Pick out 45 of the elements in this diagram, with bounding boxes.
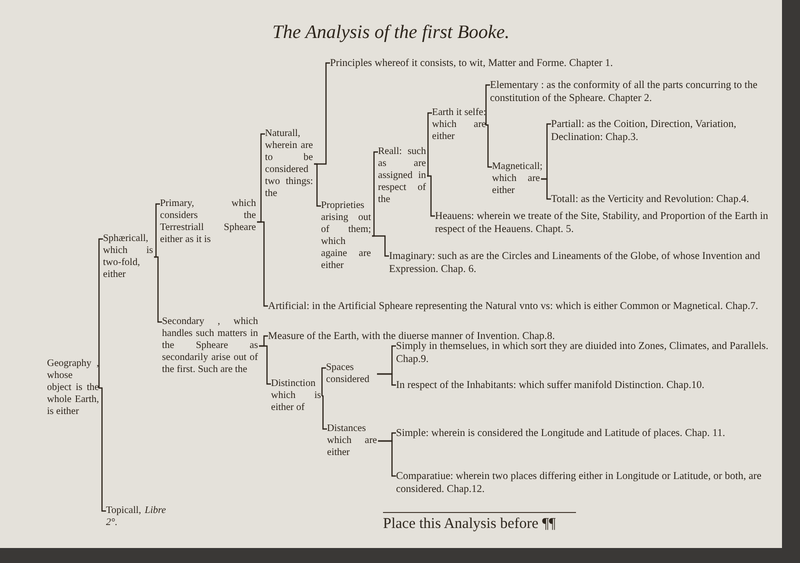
brace-connector bbox=[322, 395, 327, 430]
brace-connector bbox=[485, 84, 490, 126]
outline-entry: Naturall, wherein are to be considered two things: the bbox=[265, 128, 313, 200]
outline-entry: Reall: such as are assigned in respect of the bbox=[378, 146, 426, 206]
outline-entry: Heauens: wherein we treate of the Site, Stability, and Proportion of the Earth in respect of the Heauens. Chapt. 5. bbox=[435, 210, 783, 236]
outline-entry: Simply in themselues, in which sort they are diuided into Zones, Climates, and Parallels. Chap.9. bbox=[396, 340, 776, 366]
outline-entry: Imaginary: such as are the Circles and Lineaments of the Globe, of whose Invention and Expression. Chap. 6. bbox=[389, 250, 784, 276]
brace-connector bbox=[372, 151, 378, 237]
outline-entry: Principles whereof it consists, to wit, Matter and Forme. Chapter 1. bbox=[330, 57, 750, 70]
outline-entry: Distinction which is either of bbox=[271, 378, 321, 414]
brace-connector bbox=[257, 221, 268, 307]
brace-connector bbox=[377, 373, 396, 386]
outline-entry: Sphæricall, which is two-fold, either bbox=[103, 233, 153, 281]
brace-connector bbox=[314, 163, 321, 207]
brace-connector bbox=[541, 178, 551, 200]
diagram-title: The Analysis of the first Booke. bbox=[271, 22, 511, 44]
brace-connector bbox=[100, 387, 106, 512]
outline-entry: Secondary , which handles such matters in the Spheare as secondarily arise out of the first. Such are the bbox=[162, 316, 258, 376]
note-text: Place this Analysis before ¶¶ bbox=[383, 512, 576, 533]
outline-entry: Magneticall; which are either bbox=[492, 161, 540, 197]
brace-connector bbox=[378, 440, 396, 477]
brace-connector bbox=[486, 124, 492, 168]
outline-entry: Primary, which considers the Terrestriall Spheare either as it is bbox=[160, 198, 256, 246]
brace-connector bbox=[426, 112, 432, 177]
outline-entry: Totall: as the Verticity and Revolution: Chap.4. bbox=[551, 193, 783, 206]
outline-entry: Spaces considered bbox=[326, 362, 376, 386]
outline-entry: Elementary : as the conformity of all the parts concurring to the constitution of the Spheare. Chapter 2. bbox=[490, 79, 783, 105]
outline-entry: Artificial: in the Artificial Spheare representing the Natural vnto vs: which is either Common or Magnetical. Chap.7. bbox=[268, 300, 783, 313]
brace-connector bbox=[321, 367, 326, 397]
brace-connector bbox=[372, 235, 389, 257]
outline-entry: Proprieties arising out of them; which againe are either bbox=[321, 200, 371, 272]
outline-entry: Partiall: as the Coition, Direction, Variation, Declination: Chap.3. bbox=[551, 118, 783, 144]
outline-entry: Simple: wherein is considered the Longitude and Latitude of places. Chap. 11. bbox=[396, 427, 776, 440]
outline-entry: Measure of the Earth, with the diuerse manner of Invention. Chap.8. bbox=[268, 330, 783, 343]
brace-connector bbox=[98, 238, 103, 389]
outline-entry: Earth it selfe: which are either bbox=[432, 107, 486, 143]
brace-connector bbox=[259, 345, 271, 385]
outline-entry: Distances which are either bbox=[327, 423, 377, 459]
outline-entry: Geography , whose object is the whole Earth, is either bbox=[47, 358, 99, 418]
brace-connector bbox=[427, 175, 435, 217]
outline-entry: Topicall, Libre 2°. bbox=[106, 505, 166, 529]
brace-connector bbox=[154, 256, 162, 323]
brace-connector bbox=[154, 203, 160, 258]
outline-entry: Comparatiue: wherein two places differing either in Longitude or Latitude, or both, are considered. Chap.12. bbox=[396, 470, 776, 496]
outline-entry: In respect of the Inhabitants: which suffer manifold Distinction. Chap.10. bbox=[396, 379, 776, 392]
